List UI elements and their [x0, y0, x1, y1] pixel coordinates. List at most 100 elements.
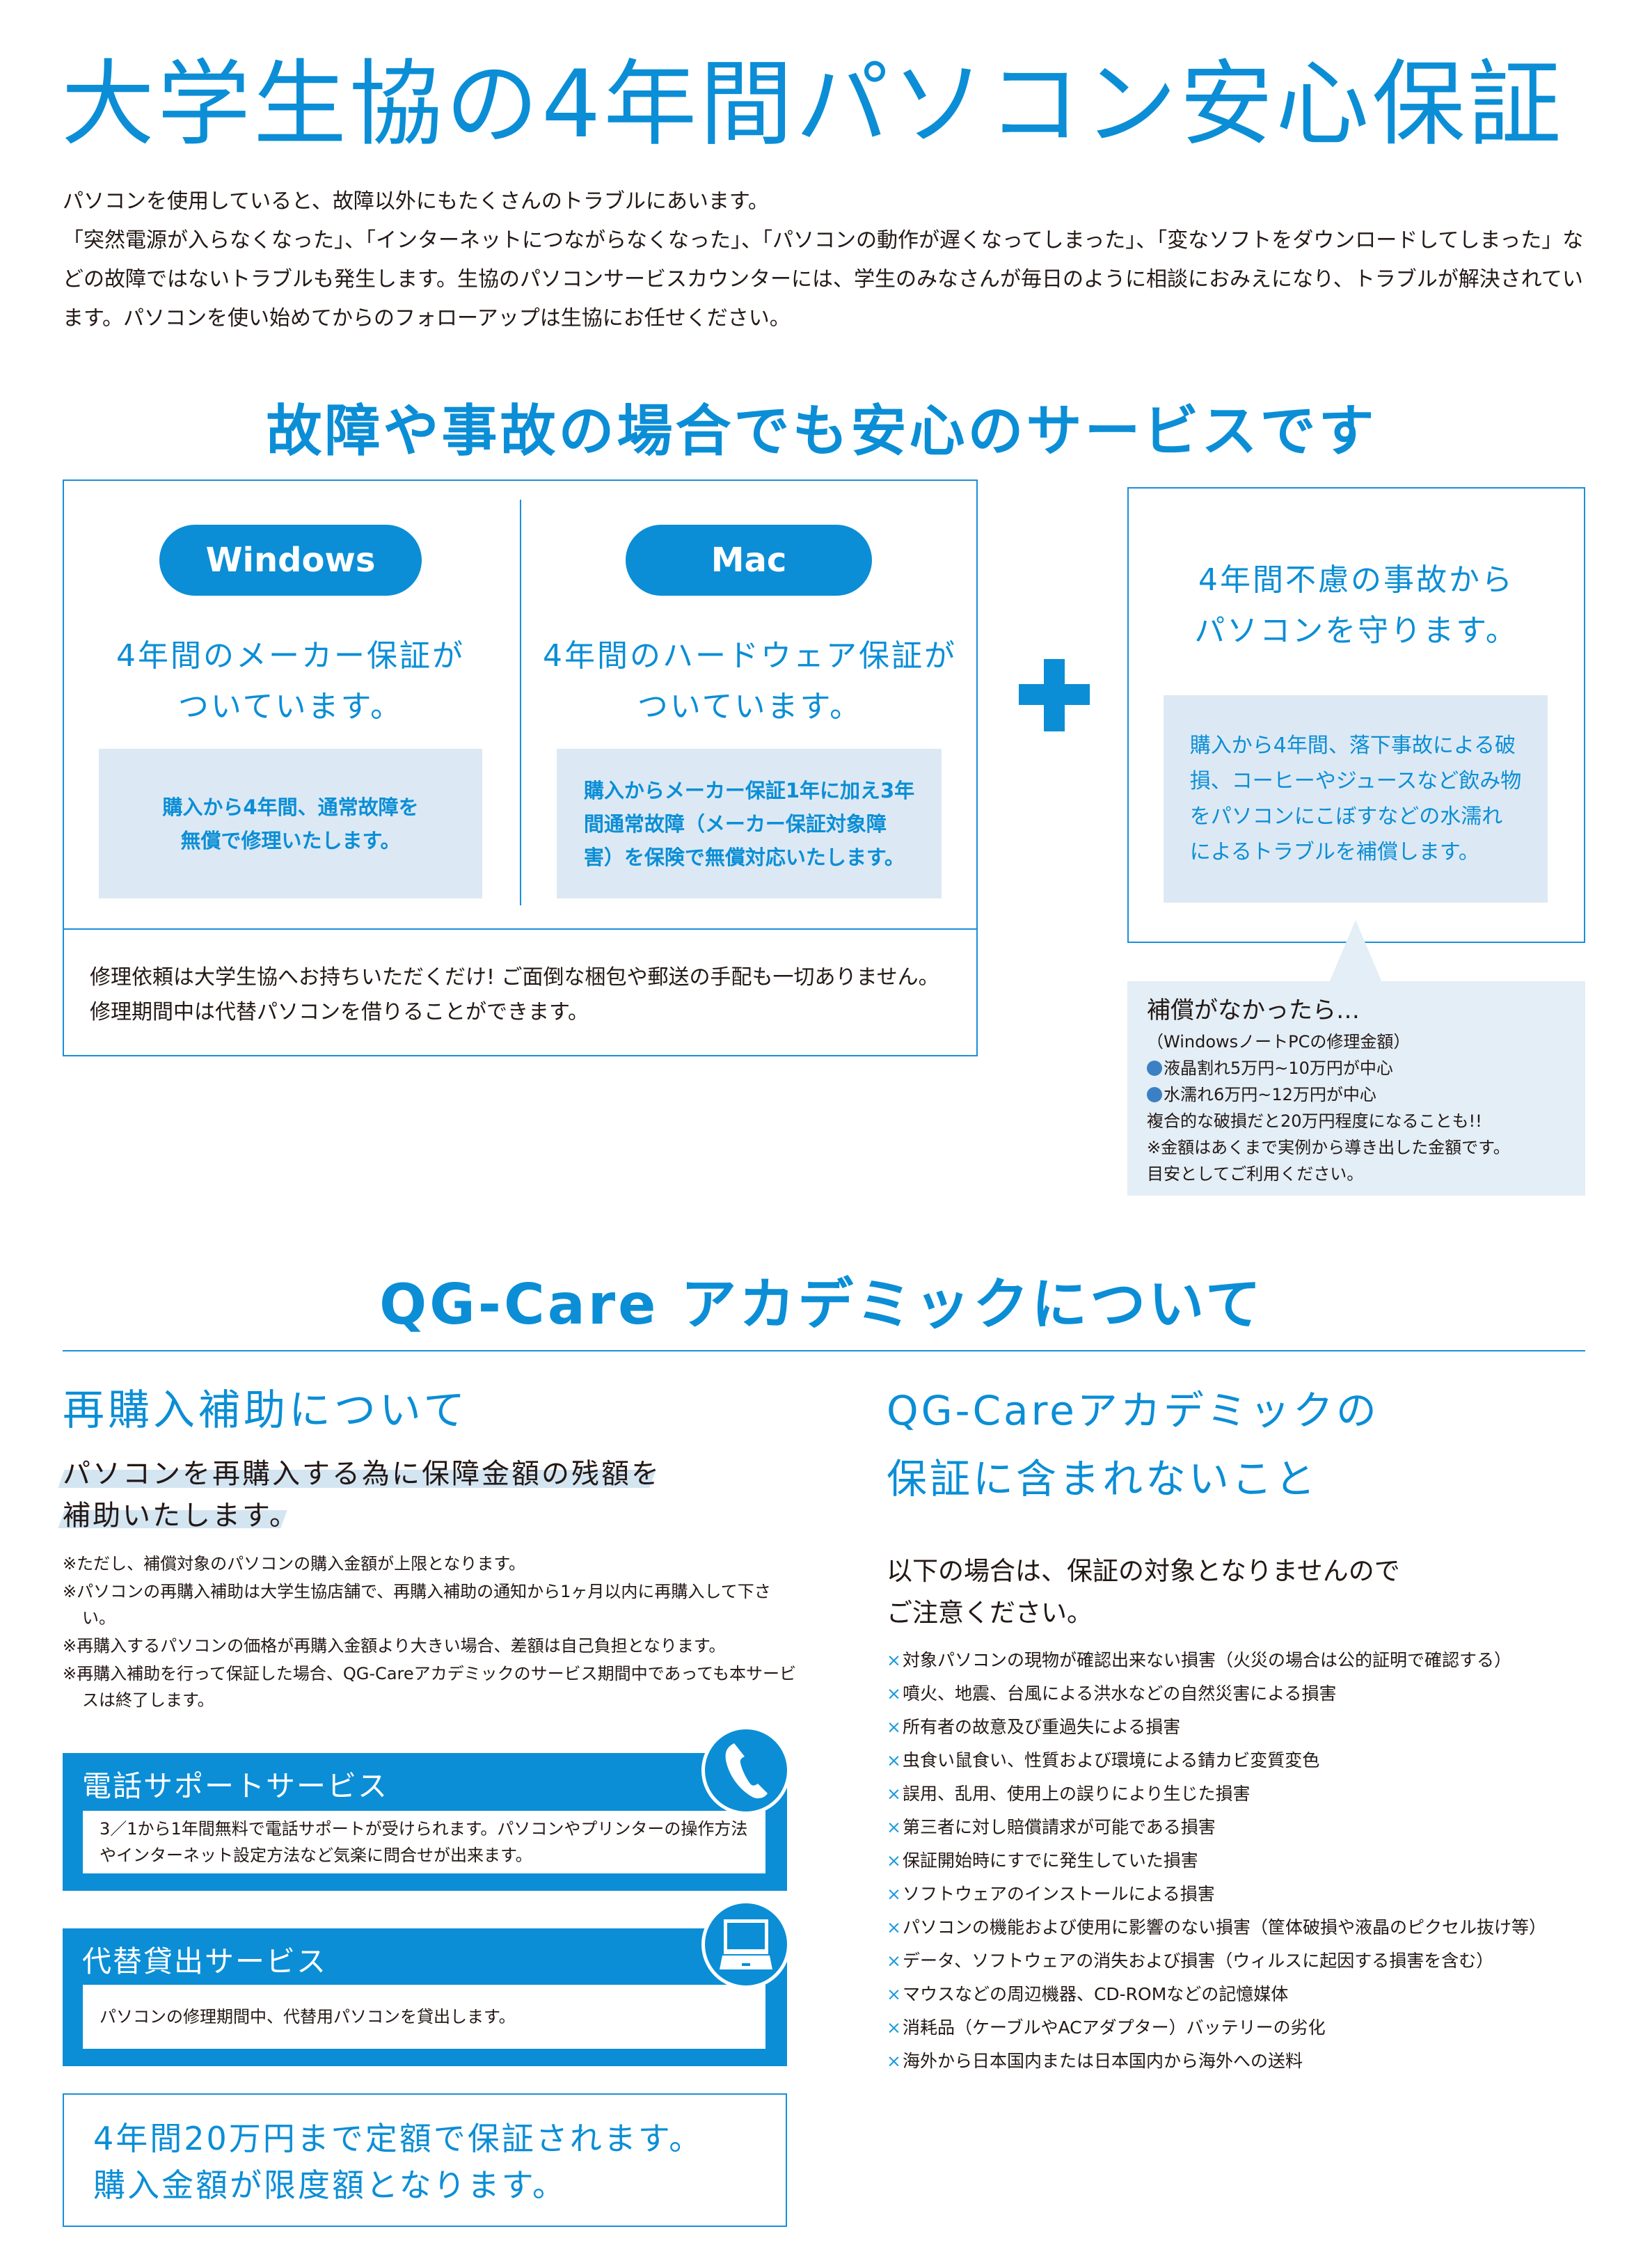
- item-text: パソコンの機能および使用に影響のない損害（筐体破損や液晶のピクセル抜け等）: [902, 1917, 1546, 1937]
- intro-line-2: 「突然電源が入らなくなった」、「インターネットにつながらなくなった」、「パソコン…: [63, 228, 1584, 331]
- mac-detail: 購入からメーカー保証1年に加え3年 間通常故障（メーカー保証対象障 害）を保険で…: [557, 749, 942, 898]
- note: ※パソコンの再購入補助は大学生協店舗で、再購入補助の通知から1ヶ月以内に再購入し…: [63, 1582, 771, 1628]
- list-item: ×第三者に対し賠償請求が可能である損害: [887, 1811, 1546, 1844]
- mac-detail-text: 購入からメーカー保証1年に加え3年 間通常故障（メーカー保証対象障 害）を保険で…: [583, 778, 915, 869]
- divider: [63, 1350, 1585, 1351]
- callout-line: ※金額はあくまで実例から導き出した金額です。: [1147, 1138, 1510, 1157]
- accident-headline: 4年間不慮の事故から パソコンを守ります。: [1127, 555, 1585, 656]
- windows-detail-text: 購入から4年間、通常故障を 無償で修理いたします。: [162, 795, 419, 853]
- item-text: 保証開始時にすでに発生していた損害: [902, 1850, 1198, 1871]
- list-item: ×マウスなどの周辺機器、CD-ROMなどの記憶媒体: [887, 1978, 1546, 2011]
- lead-2: ご注意ください。: [887, 1598, 1093, 1628]
- warranty-box: [63, 479, 978, 1056]
- cross-icon: ×: [887, 1884, 901, 1904]
- callout-pointer: [1329, 920, 1382, 983]
- exclusions-lead: 以下の場合は、保証の対象となりませんので ご注意ください。: [887, 1551, 1400, 1634]
- list-item: ×虫食い鼠食い、性質および環境による錆カビ変質変色: [887, 1744, 1546, 1777]
- item-text: 所有者の故意及び重過失による損害: [902, 1717, 1181, 1737]
- coverage-summary: 4年間20万円まで定額で保証されます。 購入金額が限度額となります。: [63, 2093, 787, 2227]
- repurchase-title: 再購入補助について: [63, 1386, 469, 1435]
- list-item: ×海外から日本国内または日本国内から海外への送料: [887, 2045, 1546, 2078]
- divider: [63, 928, 978, 930]
- bullet-text: 液晶割れ5万円~10万円が中心: [1164, 1058, 1393, 1078]
- note: ※再購入するパソコンの価格が再購入金額より大きい場合、差額は自己負担となります。: [63, 1636, 726, 1656]
- list-item: ×パソコンの機能および使用に影響のない損害（筐体破損や液晶のピクセル抜け等）: [887, 1911, 1546, 1944]
- cross-icon: ×: [887, 1683, 901, 1704]
- item-text: マウスなどの周辺機器、CD-ROMなどの記憶媒体: [902, 1984, 1289, 2004]
- loan-service-card: 代替貸出サービス パソコンの修理期間中、代替用パソコンを貸出します。: [63, 1928, 787, 2066]
- item-text: 第三者に対し賠償請求が可能である損害: [902, 1817, 1216, 1837]
- cross-icon: ×: [887, 1717, 901, 1737]
- windows-badge: Windows: [159, 525, 422, 596]
- exclusions-title-2: 保証に含まれないこと: [887, 1455, 1319, 1502]
- note: ※ただし、補償対象のパソコンの購入金額が上限となります。: [63, 1554, 525, 1573]
- cross-icon: ×: [887, 1750, 901, 1770]
- exclusions-list: ×対象パソコンの現物が確認出来ない損害（火災の場合は公的証明で確認する） ×噴火…: [887, 1644, 1546, 2078]
- list-item: ×保証開始時にすでに発生していた損害: [887, 1844, 1546, 1878]
- cost-callout: 補償がなかったら… （WindowsノートPCの修理金額） 液晶割れ5万円~10…: [1127, 981, 1585, 1196]
- mac-badge: Mac: [626, 525, 872, 596]
- item-text: 対象パソコンの現物が確認出来ない損害（火災の場合は公的証明で確認する）: [902, 1650, 1511, 1670]
- accident-headline-1: 4年間不慮の事故から: [1198, 562, 1514, 598]
- windows-detail: 購入から4年間、通常故障を 無償で修理いたします。: [99, 749, 482, 898]
- repair-note-2: 修理期間中は代替パソコンを借りることができます。: [90, 1000, 589, 1024]
- mac-headline-1: 4年間のハードウェア保証が: [543, 638, 957, 674]
- phone-support-body: 3／1から1年間無料で電話サポートが受けられます。パソコンやプリンターの操作方法…: [83, 1811, 765, 1873]
- list-item: ×誤用、乱用、使用上の誤りにより生じた損害: [887, 1777, 1546, 1811]
- intro-text: パソコンを使用していると、故障以外にもたくさんのトラブルにあいます。 「突然電源…: [63, 182, 1594, 338]
- phone-support-card: 電話サポートサービス 3／1から1年間無料で電話サポートが受けられます。パソコン…: [63, 1753, 787, 1891]
- phone-support-title: 電話サポートサービス: [82, 1769, 389, 1803]
- exclusions-title-1: QG-Careアカデミックの: [887, 1387, 1379, 1434]
- item-text: 噴火、地震、台風による洪水などの自然災害による損害: [902, 1683, 1337, 1704]
- callout-title: 補償がなかったら…: [1147, 997, 1360, 1024]
- page-title: 大学生協の4年間パソコン安心保証: [61, 50, 1564, 159]
- cross-icon: ×: [887, 2051, 901, 2071]
- item-text: 海外から日本国内または日本国内から海外への送料: [902, 2051, 1303, 2071]
- laptop-icon: [701, 1900, 791, 1989]
- coverage-line-2: 購入金額が限度額となります。: [93, 2166, 567, 2204]
- list-item: ×ソフトウェアのインストールによる損害: [887, 1878, 1546, 1911]
- accident-headline-2: パソコンを守ります。: [1194, 613, 1518, 649]
- phone-icon: [701, 1726, 791, 1815]
- cross-icon: ×: [887, 1784, 901, 1804]
- callout-sub: （WindowsノートPCの修理金額）: [1147, 1032, 1411, 1052]
- callout-bullet: 水濡れ6万円~12万円が中心: [1147, 1081, 1566, 1108]
- accident-detail-text: 購入から4年間、落下事故による破 損、コーヒーやジュースなど飲み物 をパソコンに…: [1189, 733, 1522, 864]
- section-heading-service: 故障や事故の場合でも安心のサービスです: [266, 399, 1377, 463]
- callout-line: 複合的な破損だと20万円程度になることも!!: [1147, 1111, 1482, 1131]
- bullet-icon: [1147, 1087, 1162, 1102]
- repurchase-notes: ※ただし、補償対象のパソコンの購入金額が上限となります。 ※パソコンの再購入補助…: [63, 1551, 800, 1715]
- cross-icon: ×: [887, 1650, 901, 1670]
- item-text: 誤用、乱用、使用上の誤りにより生じた損害: [902, 1784, 1251, 1804]
- windows-headline: 4年間のメーカー保証が ついています。: [70, 631, 511, 732]
- loan-service-title: 代替貸出サービス: [82, 1944, 328, 1978]
- exclusions-title: QG-Careアカデミックの 保証に含まれないこと: [887, 1377, 1379, 1513]
- loan-service-body: パソコンの修理期間中、代替用パソコンを貸出します。: [83, 1985, 765, 2049]
- callout-line: 目安としてご利用ください。: [1147, 1164, 1364, 1184]
- intro-line-1: パソコンを使用していると、故障以外にもたくさんのトラブルにあいます。: [63, 189, 769, 214]
- windows-headline-2: ついています。: [177, 689, 404, 724]
- windows-headline-1: 4年間のメーカー保証が: [116, 638, 465, 674]
- list-item: ×対象パソコンの現物が確認出来ない損害（火災の場合は公的証明で確認する）: [887, 1644, 1546, 1677]
- item-text: 消耗品（ケーブルやACアダプター）バッテリーの劣化: [902, 2017, 1326, 2038]
- plus-icon: [1044, 659, 1065, 731]
- repurchase-subtitle: パソコンを再購入する為に保障金額の残額を 補助いたします。: [63, 1453, 661, 1537]
- lead-1: 以下の場合は、保証の対象となりませんので: [887, 1556, 1400, 1586]
- cross-icon: ×: [887, 2017, 901, 2038]
- bullet-text: 水濡れ6万円~12万円が中心: [1164, 1085, 1376, 1104]
- section-heading-qgcare: QG-Care アカデミックについて: [379, 1272, 1264, 1337]
- list-item: ×所有者の故意及び重過失による損害: [887, 1711, 1546, 1744]
- item-text: 虫食い鼠食い、性質および環境による錆カビ変質変色: [902, 1750, 1320, 1770]
- cross-icon: ×: [887, 1817, 901, 1837]
- cross-icon: ×: [887, 1951, 901, 1971]
- bullet-icon: [1147, 1061, 1162, 1076]
- item-text: ソフトウェアのインストールによる損害: [902, 1884, 1215, 1904]
- cross-icon: ×: [887, 1917, 901, 1937]
- divider: [520, 500, 521, 905]
- list-item: ×消耗品（ケーブルやACアダプター）バッテリーの劣化: [887, 2011, 1546, 2045]
- item-text: データ、ソフトウェアの消失および損害（ウィルスに起因する損害を含む）: [902, 1951, 1494, 1971]
- cross-icon: ×: [887, 1850, 901, 1871]
- note: ※再購入補助を行って保証した場合、QG-Careアカデミックのサービス期間中であ…: [63, 1664, 796, 1710]
- mac-headline: 4年間のハードウェア保証が ついています。: [529, 631, 971, 732]
- callout-bullet: 液晶割れ5万円~10万円が中心: [1147, 1055, 1566, 1081]
